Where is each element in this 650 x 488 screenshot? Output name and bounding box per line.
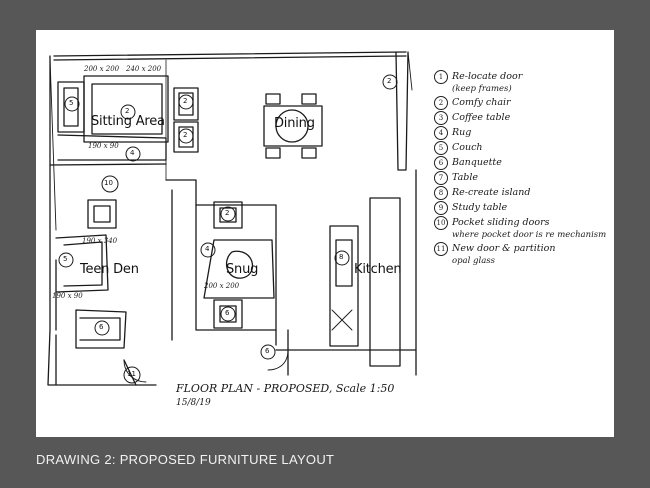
marker-number: 6: [225, 309, 230, 317]
legend-number: 11: [434, 242, 448, 256]
marker-number: 6: [99, 323, 104, 331]
teen-den: [55, 199, 147, 386]
figure-caption: DRAWING 2: PROPOSED FURNITURE LAYOUT: [36, 452, 335, 467]
legend-text: Couch: [452, 142, 483, 153]
dimension-note: 190 x 90: [52, 292, 83, 300]
legend-number: 3: [434, 111, 448, 125]
legend-item: 7 Table: [434, 171, 610, 185]
plan-title: FLOOR PLAN - PROPOSED, Scale 1:50: [176, 382, 395, 395]
dimension-note: 240 x 200: [126, 65, 162, 73]
legend-text: Coffee table: [452, 112, 511, 123]
legend-text: Banquette: [452, 157, 502, 168]
legend-subtext: opal glass: [452, 256, 495, 266]
legend-item: 4 Rug: [434, 126, 610, 140]
legend-item: 11 New door & partition opal glass: [434, 242, 610, 267]
legend-number: 10: [434, 216, 448, 230]
dimension-note: 190 x 340: [82, 237, 118, 245]
snug-room: [165, 179, 277, 346]
legend-text: Re-create island: [452, 187, 531, 198]
legend-text: New door & partition: [452, 243, 556, 254]
legend-item: 3 Coffee table: [434, 111, 610, 125]
legend-item: 10 Pocket sliding doors where pocket door …: [434, 216, 610, 241]
legend-number: 1: [434, 70, 448, 84]
dimension-note: 200 x 200: [204, 282, 240, 290]
legend-subtext: where pocket door is re mechanism: [452, 230, 607, 240]
legend-text: Comfy chair: [452, 97, 511, 108]
legend-number: 7: [434, 171, 448, 185]
dimension-note: 190 x 90: [88, 142, 119, 150]
legend-subtext: (keep frames): [452, 84, 512, 94]
drawing-sheet: Sitting Area Dining Teen Den Snug Kitche…: [36, 30, 614, 437]
legend-text: Study table: [452, 202, 508, 213]
marker-number: 8: [339, 253, 344, 261]
legend-item: 9 Study table: [434, 201, 610, 215]
legend-item: 5 Couch: [434, 141, 610, 155]
marker-number: 2: [125, 107, 130, 115]
dimension-note: 200 x 200: [84, 65, 120, 73]
floor-plan-sketch: [47, 51, 441, 386]
room-label-snug: Snug: [226, 262, 259, 277]
legend-number: 2: [434, 96, 448, 110]
legend-number: 5: [434, 141, 448, 155]
plan-date: 15/8/19: [176, 398, 211, 408]
legend-number: 6: [434, 156, 448, 170]
legend-text: Table: [452, 172, 479, 183]
marker-number: 2: [225, 209, 230, 217]
outer-walls: [47, 51, 413, 386]
marker-number: 2: [387, 77, 392, 85]
legend-list: 1 Re-locate door (keep frames) 2 Comfy chair…: [434, 70, 610, 268]
legend-text: Re-locate door: [452, 71, 523, 82]
legend-item: 2 Comfy chair: [434, 96, 610, 110]
marker-numbers: 5 2 2 2 4 10 2 4 6 5 6 11 8 6 2: [36, 30, 614, 437]
legend-number: 8: [434, 186, 448, 200]
kitchen-area: [267, 169, 417, 376]
legend-item: 6 Banquette: [434, 156, 610, 170]
marker-number: 6: [265, 347, 270, 355]
marker-number: 11: [127, 370, 136, 378]
marker-number: 5: [69, 99, 74, 107]
room-label-dining: Dining: [274, 116, 315, 131]
legend-number: 4: [434, 126, 448, 140]
legend-text: Rug: [452, 127, 472, 138]
legend-item: 8 Re-create island: [434, 186, 610, 200]
marker-number: 4: [205, 245, 210, 253]
marker-number: 5: [63, 255, 68, 263]
legend-item: 1 Re-locate door (keep frames): [434, 70, 610, 95]
room-label-sitting-area: Sitting Area: [91, 114, 165, 129]
legend-number: 9: [434, 201, 448, 215]
number-markers: [58, 74, 398, 384]
marker-number: 4: [130, 149, 135, 157]
legend-text: Pocket sliding doors: [452, 217, 550, 228]
room-label-teen-den: Teen Den: [80, 262, 139, 277]
marker-number: 2: [183, 131, 188, 139]
room-label-kitchen: Kitchen: [354, 262, 402, 277]
dining-table: [263, 93, 323, 159]
marker-number: 2: [183, 97, 188, 105]
marker-number: 10: [104, 179, 113, 187]
